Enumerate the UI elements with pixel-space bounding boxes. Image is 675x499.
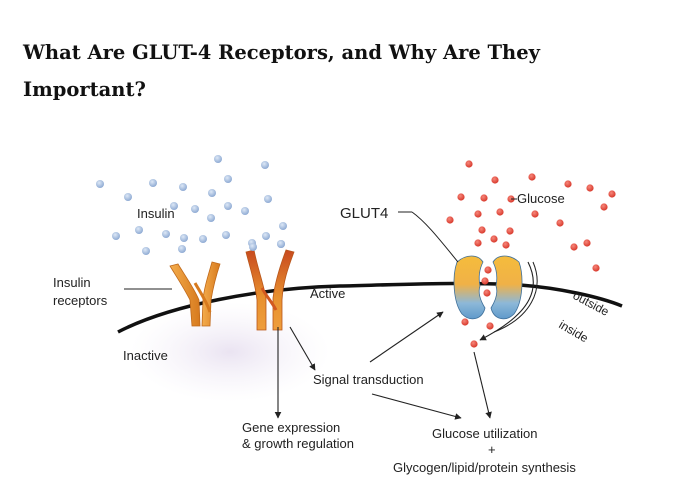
plus-sign: + xyxy=(488,442,496,457)
inside-label: inside xyxy=(557,317,591,345)
gene-expression-label-line1: Gene expression xyxy=(242,420,340,435)
diagram-canvas: Insulin GLUT4 Glucose Insulin receptors … xyxy=(53,155,623,475)
insulin-receptors-label-line2: receptors xyxy=(53,293,108,308)
insulin-receptor-inactive xyxy=(169,261,221,327)
glucose-utilization-label: Glucose utilization xyxy=(432,426,538,441)
signal-transduction-label: Signal transduction xyxy=(313,372,424,387)
glut4-label: GLUT4 xyxy=(340,205,388,222)
active-label: Active xyxy=(310,286,345,301)
pathway-arrows xyxy=(274,261,534,420)
leader-lines xyxy=(124,198,538,333)
glucose-label: Glucose xyxy=(517,191,565,206)
glut4-transporter xyxy=(453,255,523,320)
insulin-receptors-label-line1: Insulin xyxy=(53,275,91,290)
synthesis-label: Glycogen/lipid/protein synthesis xyxy=(393,460,576,475)
insulin-molecules xyxy=(96,155,287,255)
article-heading: What Are GLUT-4 Receptors, and Why Are T… xyxy=(23,41,540,101)
cell-membrane xyxy=(117,281,623,334)
insulin-label: Insulin xyxy=(137,206,175,221)
insulin-receptor-active xyxy=(245,240,295,331)
gene-expression-label-line2: & growth regulation xyxy=(242,436,354,451)
inactive-label: Inactive xyxy=(123,348,168,363)
outside-label: outside xyxy=(571,288,612,319)
glucose-molecules xyxy=(446,160,616,348)
glut4-diagram: Insulin GLUT4 Glucose Insulin receptors … xyxy=(0,140,675,499)
